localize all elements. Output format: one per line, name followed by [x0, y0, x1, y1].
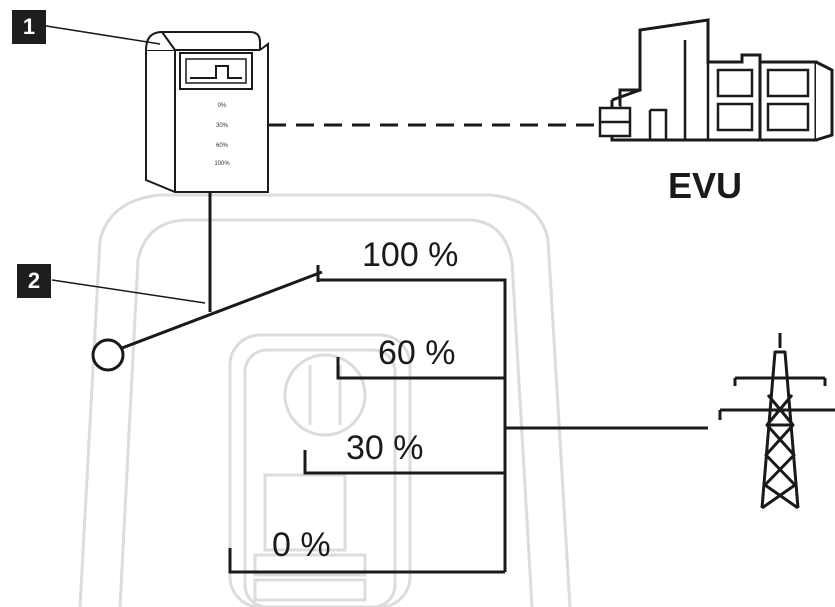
receiver-level-30: 30% — [216, 123, 229, 129]
inverter-outline-icon — [78, 193, 572, 607]
marker-2-leader — [51, 279, 206, 304]
switch-position-60: 60 % — [378, 334, 456, 372]
marker-1: 1 — [12, 10, 46, 44]
marker-1-leader — [39, 24, 161, 45]
receiver-level-60: 60% — [216, 143, 229, 149]
receiver-level-0: 0% — [218, 103, 227, 109]
power-switch — [91, 265, 323, 372]
marker-2: 2 — [17, 264, 51, 298]
switch-position-30: 30 % — [346, 429, 424, 467]
receiver-level-100: 100% — [214, 161, 230, 167]
switch-position-0: 0 % — [272, 526, 331, 564]
switch-contacts — [228, 278, 708, 574]
building-icon — [598, 18, 834, 142]
ripple-control-receiver-icon: 0% 30% 60% 100% — [145, 31, 269, 193]
switch-position-100: 100 % — [362, 236, 459, 274]
utility-label: EVU — [668, 165, 743, 206]
power-pylon-icon — [718, 333, 835, 510]
